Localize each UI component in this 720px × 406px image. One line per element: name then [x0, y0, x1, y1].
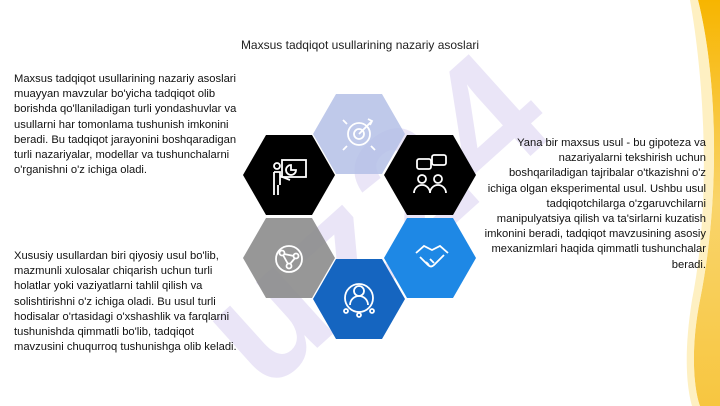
paragraph-left-bottom: Xususiy usullardan biri qiyosiy usul bo'… [14, 250, 237, 354]
handshake-icon [415, 244, 449, 268]
hexagon-top [313, 94, 405, 174]
network-nodes-icon [275, 245, 303, 273]
hexagon-lower-left [243, 218, 335, 298]
edge-decoration [686, 0, 720, 406]
paragraph-left-top: Maxsus tadqiqot usullarining nazariy aso… [14, 73, 237, 177]
presentation-chart-icon [273, 159, 307, 195]
hexagon-bottom [313, 259, 405, 339]
connected-user-icon [343, 283, 375, 318]
hexagon-lower-right [384, 218, 476, 298]
slide-title: Maxsus tadqiqot usullarining nazariy aso… [240, 38, 480, 52]
paragraph-right: Yana bir maxsus usul - bu gipoteza va na… [484, 137, 706, 271]
discussion-icon [413, 154, 447, 194]
hexagon-upper-left [243, 135, 335, 215]
hexagon-upper-right [384, 135, 476, 215]
target-settings-icon [342, 118, 376, 151]
